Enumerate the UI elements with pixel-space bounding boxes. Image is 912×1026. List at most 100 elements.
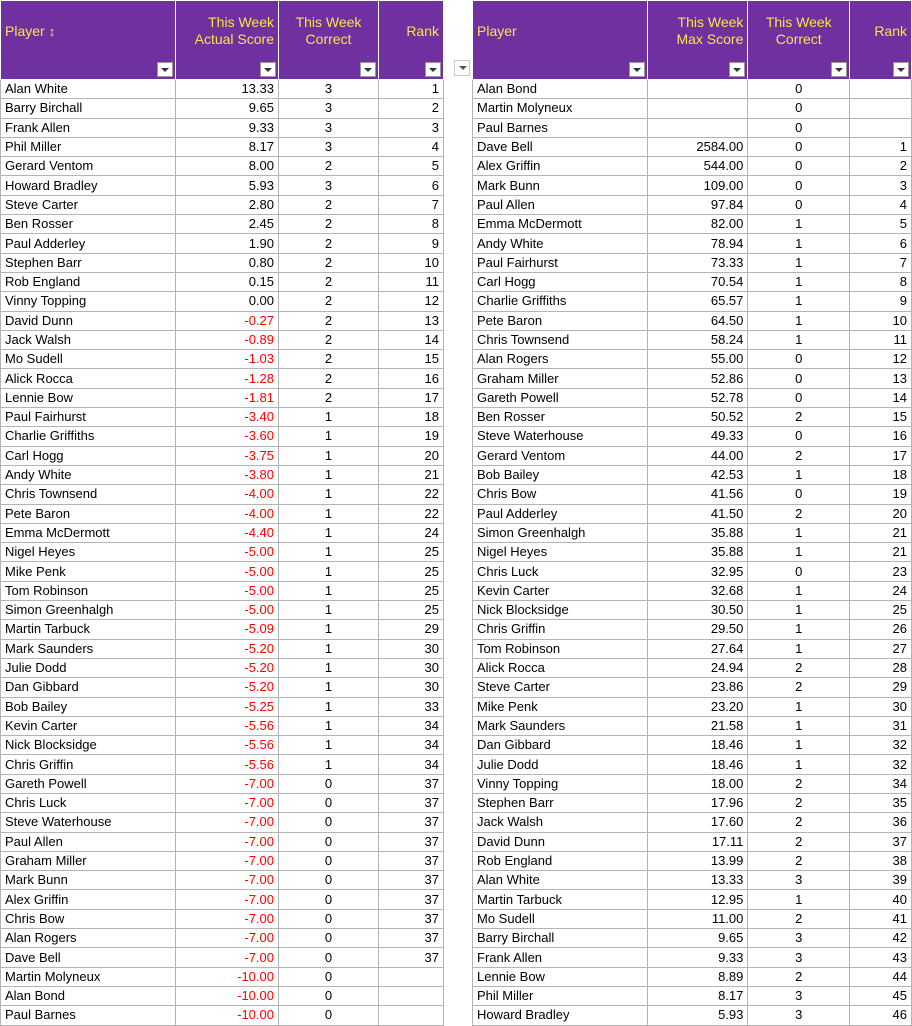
- score-cell[interactable]: 97.84: [646, 194, 749, 216]
- correct-cell[interactable]: 1: [747, 889, 851, 910]
- score-cell[interactable]: -7.00: [175, 928, 279, 949]
- rank-cell[interactable]: 34: [849, 773, 912, 794]
- rank-cell[interactable]: 37: [378, 947, 444, 968]
- correct-cell[interactable]: 1: [747, 310, 851, 331]
- rank-cell[interactable]: 8: [378, 214, 444, 235]
- score-cell[interactable]: 8.17: [646, 985, 749, 1007]
- player-cell[interactable]: Andy White: [472, 233, 648, 254]
- score-cell[interactable]: 42.53: [646, 464, 749, 486]
- rank-cell[interactable]: 7: [849, 252, 912, 273]
- player-cell[interactable]: Nick Blocksidge: [472, 600, 648, 621]
- rank-cell[interactable]: 4: [849, 194, 912, 216]
- score-cell[interactable]: -5.00: [175, 580, 279, 602]
- correct-cell[interactable]: 0: [278, 870, 379, 891]
- player-cell[interactable]: Alan Bond: [0, 985, 176, 1007]
- score-cell[interactable]: 52.86: [646, 368, 749, 389]
- correct-cell[interactable]: 3: [747, 947, 851, 968]
- player-cell[interactable]: Tom Robinson: [0, 580, 176, 602]
- correct-cell[interactable]: 0: [747, 561, 851, 582]
- filter-dropdown-icon[interactable]: [360, 62, 376, 77]
- rank-cell[interactable]: 29: [849, 677, 912, 698]
- player-cell[interactable]: Alan White: [0, 78, 176, 100]
- score-cell[interactable]: -7.00: [175, 792, 279, 814]
- score-cell[interactable]: -5.00: [175, 561, 279, 582]
- score-cell[interactable]: -3.60: [175, 426, 279, 447]
- score-cell[interactable]: 17.11: [646, 831, 749, 852]
- correct-cell[interactable]: 1: [278, 445, 379, 466]
- score-cell[interactable]: -3.75: [175, 445, 279, 466]
- score-cell[interactable]: 44.00: [646, 445, 749, 466]
- sort-arrows-icon[interactable]: ↕: [48, 23, 56, 39]
- correct-cell[interactable]: 0: [747, 349, 851, 370]
- score-cell[interactable]: -5.20: [175, 657, 279, 679]
- score-cell[interactable]: -5.20: [175, 677, 279, 698]
- player-cell[interactable]: Howard Bradley: [472, 1005, 648, 1026]
- rank-cell[interactable]: 20: [378, 445, 444, 466]
- correct-cell[interactable]: 0: [278, 1005, 379, 1026]
- player-cell[interactable]: Jack Walsh: [0, 329, 176, 351]
- player-cell[interactable]: Phil Miller: [472, 985, 648, 1007]
- correct-cell[interactable]: 1: [278, 464, 379, 486]
- score-cell[interactable]: -7.00: [175, 870, 279, 891]
- rank-cell[interactable]: 24: [849, 580, 912, 602]
- rank-cell[interactable]: 12: [378, 291, 444, 312]
- rank-cell[interactable]: 6: [378, 175, 444, 196]
- rank-cell[interactable]: 5: [378, 156, 444, 177]
- correct-cell[interactable]: 1: [747, 233, 851, 254]
- correct-cell[interactable]: 0: [747, 117, 851, 138]
- score-cell[interactable]: 24.94: [646, 657, 749, 679]
- rank-cell[interactable]: 45: [849, 985, 912, 1007]
- player-cell[interactable]: Alan White: [472, 870, 648, 891]
- score-cell[interactable]: 8.00: [175, 156, 279, 177]
- player-cell[interactable]: Gerard Ventom: [0, 156, 176, 177]
- score-cell[interactable]: [646, 117, 749, 138]
- player-cell[interactable]: Paul Barnes: [0, 1005, 176, 1026]
- rank-cell[interactable]: 6: [849, 233, 912, 254]
- rank-cell[interactable]: [378, 1005, 444, 1026]
- player-cell[interactable]: Chris Townsend: [472, 329, 648, 351]
- correct-cell[interactable]: 1: [278, 715, 379, 737]
- score-cell[interactable]: 12.95: [646, 889, 749, 910]
- score-cell[interactable]: -10.00: [175, 966, 279, 987]
- player-cell[interactable]: Pete Baron: [472, 310, 648, 331]
- player-cell[interactable]: Martin Tarbuck: [0, 619, 176, 640]
- rank-cell[interactable]: 18: [378, 407, 444, 428]
- rank-cell[interactable]: 25: [849, 600, 912, 621]
- rank-cell[interactable]: 12: [849, 349, 912, 370]
- correct-cell[interactable]: 1: [278, 522, 379, 544]
- player-cell[interactable]: Dave Bell: [0, 947, 176, 968]
- rank-cell[interactable]: 25: [378, 600, 444, 621]
- correct-cell[interactable]: 0: [747, 136, 851, 158]
- correct-cell[interactable]: 1: [747, 715, 851, 737]
- correct-cell[interactable]: 2: [747, 773, 851, 794]
- correct-cell[interactable]: 0: [278, 928, 379, 949]
- left-header-col-0[interactable]: Player↕: [0, 0, 176, 80]
- correct-cell[interactable]: 0: [747, 98, 851, 119]
- score-cell[interactable]: 2.45: [175, 214, 279, 235]
- player-cell[interactable]: Mo Sudell: [472, 908, 648, 930]
- rank-cell[interactable]: 2: [849, 156, 912, 177]
- score-cell[interactable]: -4.40: [175, 522, 279, 544]
- correct-cell[interactable]: 0: [747, 387, 851, 409]
- correct-cell[interactable]: 2: [278, 271, 379, 293]
- score-cell[interactable]: -4.00: [175, 503, 279, 524]
- rank-cell[interactable]: 9: [849, 291, 912, 312]
- rank-cell[interactable]: 21: [849, 542, 912, 563]
- player-cell[interactable]: Stephen Barr: [0, 252, 176, 273]
- rank-cell[interactable]: 19: [849, 484, 912, 505]
- correct-cell[interactable]: 3: [278, 98, 379, 119]
- rank-cell[interactable]: 14: [849, 387, 912, 409]
- player-cell[interactable]: Julie Dodd: [472, 754, 648, 775]
- score-cell[interactable]: 17.96: [646, 792, 749, 814]
- score-cell[interactable]: 35.88: [646, 542, 749, 563]
- player-cell[interactable]: Emma McDermott: [0, 522, 176, 544]
- rank-cell[interactable]: 32: [849, 735, 912, 756]
- correct-cell[interactable]: 1: [747, 542, 851, 563]
- player-cell[interactable]: Mike Penk: [0, 561, 176, 582]
- player-cell[interactable]: Nigel Heyes: [0, 542, 176, 563]
- score-cell[interactable]: 109.00: [646, 175, 749, 196]
- player-cell[interactable]: Nick Blocksidge: [0, 735, 176, 756]
- rank-cell[interactable]: 9: [378, 233, 444, 254]
- rank-cell[interactable]: 30: [849, 696, 912, 717]
- score-cell[interactable]: -5.25: [175, 696, 279, 717]
